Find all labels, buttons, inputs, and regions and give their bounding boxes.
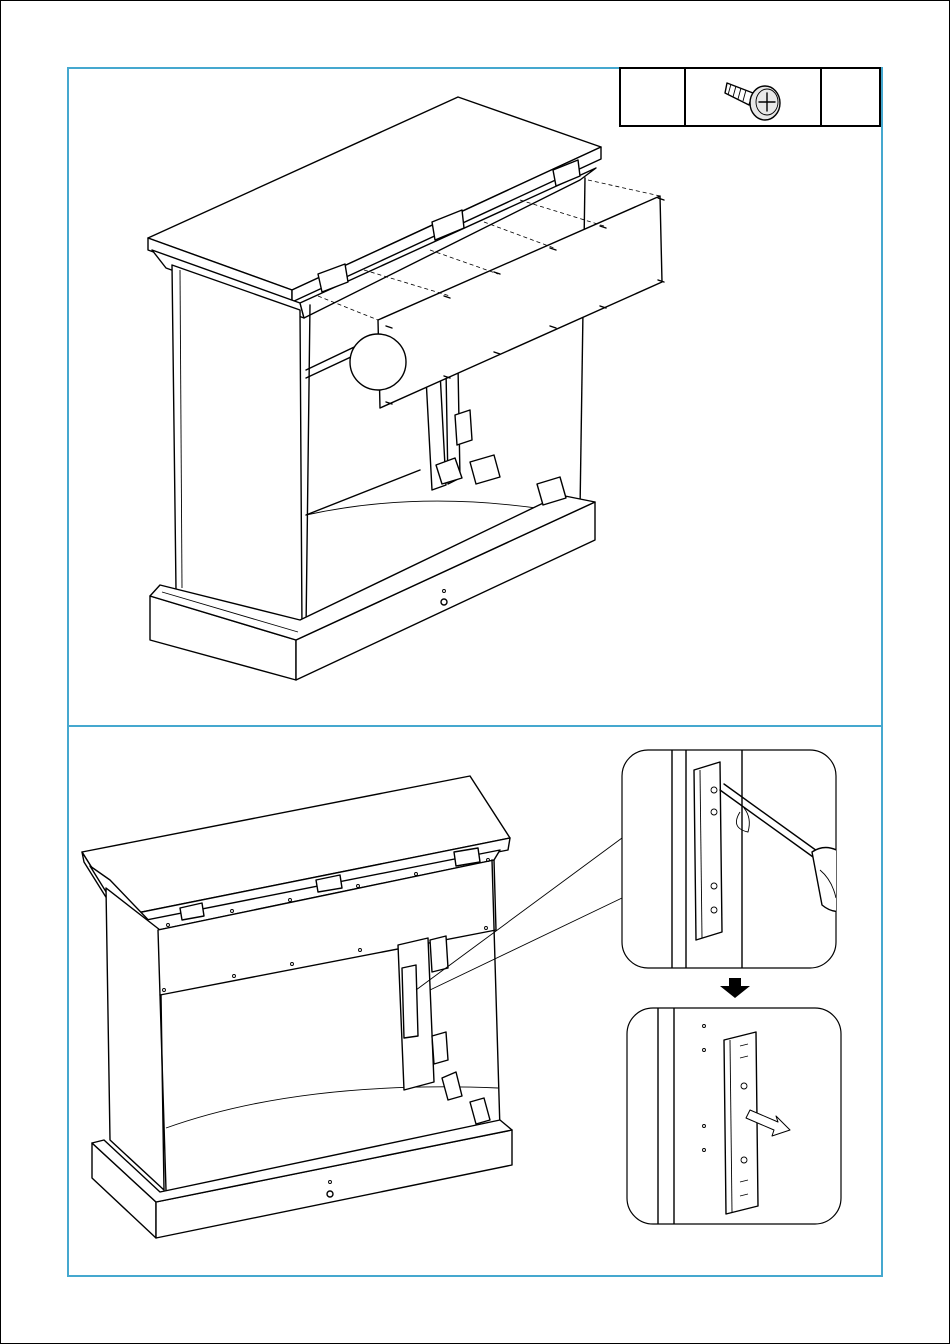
instruction-page: [0, 0, 950, 1344]
detail-bracket-removed: [0, 0, 950, 1344]
